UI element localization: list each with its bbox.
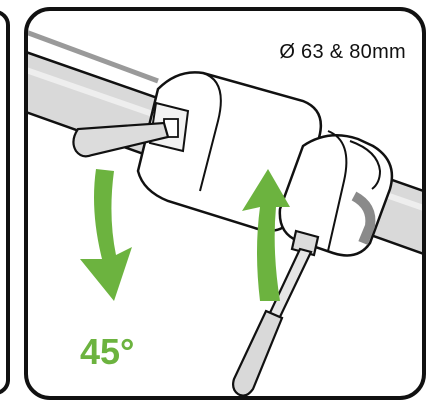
diameter-label: Ø 63 & 80mm [279, 41, 406, 63]
coupling-right-edge [349, 140, 382, 190]
coupling-right-band [327, 130, 348, 252]
adjacent-panel-edge [0, 10, 10, 395]
coupling-right-shadow [351, 191, 376, 245]
tool-grip [232, 309, 284, 396]
background-rod [28, 30, 159, 84]
illustration-panel: Ø 63 & 80mm 45° [24, 7, 426, 400]
arrow-up-icon [242, 169, 290, 301]
tool-head [290, 229, 320, 257]
arrow-down-icon [80, 169, 132, 301]
coupling-left-band [199, 72, 222, 192]
pipe-coupling-illustration [28, 30, 422, 396]
angle-label: 45° [80, 331, 135, 372]
left-key-handle [72, 121, 170, 158]
coupling-right [278, 134, 394, 257]
